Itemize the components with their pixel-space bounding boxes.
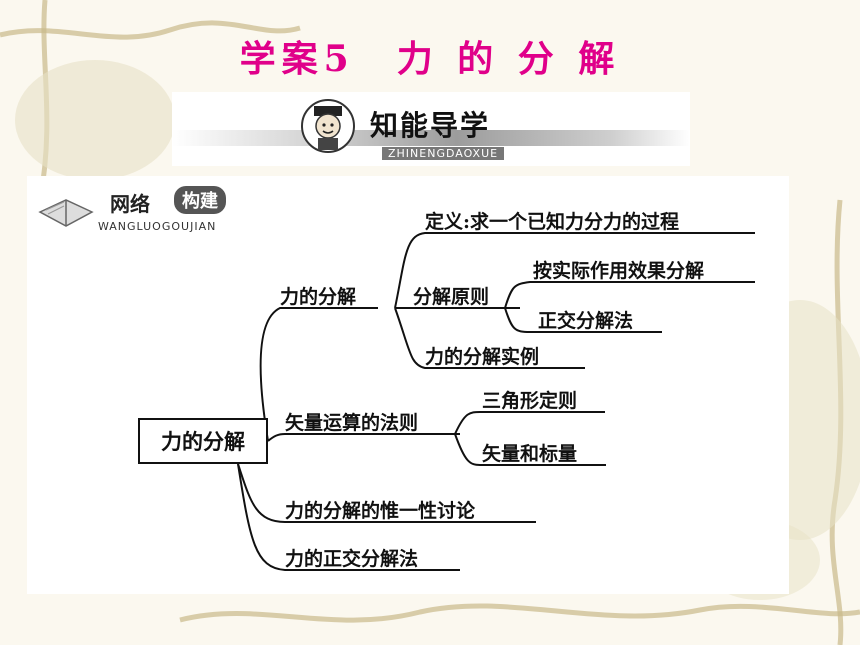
- banner-subheading: ZHINENGDAOXUE: [382, 147, 505, 160]
- mindmap-root: 力的分解: [138, 418, 268, 464]
- mindmap-root-label: 力的分解: [161, 429, 245, 454]
- branch-uniqueness: 力的分解的惟一性讨论: [285, 500, 476, 522]
- section-label-badge: 构建: [174, 186, 226, 214]
- banner: 知能导学 ZHINENGDAOXUE: [172, 92, 690, 166]
- branch-orthogonal-decomposition: 力的正交分解法: [285, 548, 419, 570]
- section-label: 网络 构建 WANGLUOGOUJIAN: [36, 180, 276, 240]
- open-book-icon: [38, 199, 94, 227]
- node-vector-scalar: 矢量和标量: [482, 443, 578, 465]
- page-title: 学案5 力 的 分 解: [239, 38, 621, 80]
- branch-vector-rules: 矢量运算的法则: [285, 412, 419, 434]
- node-definition: 定义:求一个已知力分力的过程: [425, 211, 680, 233]
- node-triangle-rule: 三角形定则: [482, 390, 578, 412]
- node-by-actual-effect: 按实际作用效果分解: [533, 260, 705, 282]
- branch-force-decomposition: 力的分解: [280, 286, 357, 308]
- node-orthogonal-method: 正交分解法: [538, 310, 634, 332]
- node-decomposition-principle: 分解原则: [413, 286, 490, 308]
- banner-heading: 知能导学: [370, 109, 491, 142]
- banner-band: [172, 130, 690, 146]
- student-mascot-icon: [301, 99, 355, 153]
- section-label-pinyin: WANGLUOGOUJIAN: [98, 220, 217, 233]
- section-label-main: 网络: [110, 192, 150, 216]
- node-decomposition-examples: 力的分解实例: [425, 346, 540, 368]
